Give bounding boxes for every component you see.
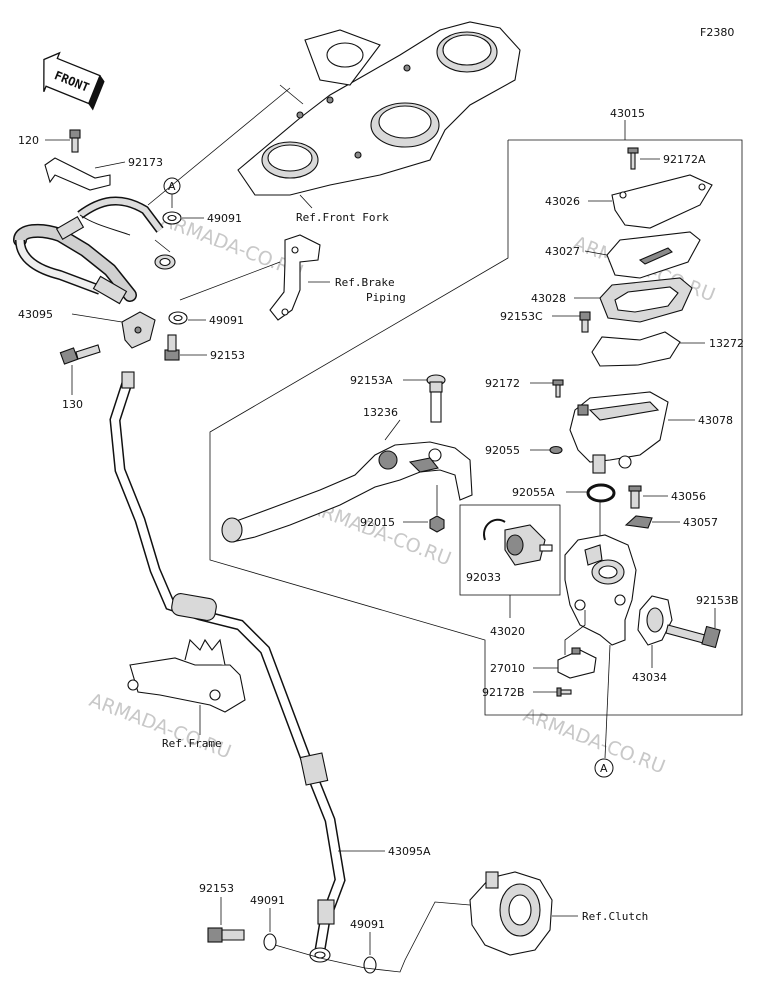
label-27010: 27010 [490, 662, 525, 675]
ref-front-fork-label: Ref.Front Fork [296, 211, 389, 224]
label-120: 120 [18, 134, 39, 147]
clamp-43034 [637, 595, 673, 646]
banjo-fitting-upper [154, 239, 176, 270]
screw-92172B [556, 687, 572, 697]
label-43015: 43015 [610, 107, 645, 120]
label-43020: 43020 [490, 625, 525, 638]
label-92033: 92033 [466, 571, 501, 584]
clutch-slave-cylinder [469, 871, 553, 956]
screw-92172 [552, 379, 564, 398]
bleed-cap-43057 [624, 515, 653, 529]
o-ring-92055 [549, 445, 563, 455]
label-92172A: 92172A [663, 153, 706, 166]
washer-49091-bottom-left [263, 933, 277, 951]
assembly-outline-43015 [209, 139, 743, 716]
reservoir-body-43078 [569, 391, 669, 474]
callout-a-bottom [594, 758, 614, 778]
front-arrow-icon: FRONT [43, 51, 105, 111]
reservoir-cap-43026 [611, 174, 713, 229]
bolt-92153A [426, 374, 446, 423]
label-49091-a: 49091 [207, 212, 242, 225]
bolt-130 [59, 344, 101, 365]
label-43034: 43034 [632, 671, 667, 684]
label-92173: 92173 [128, 156, 163, 169]
figure-code: F2380 [700, 26, 734, 39]
rubber-diaphragm-43028 [599, 277, 693, 323]
label-43095A: 43095A [388, 845, 431, 858]
frame-bracket [127, 638, 246, 713]
bleed-screw-43056 [628, 485, 642, 509]
label-43078: 43078 [698, 414, 733, 427]
label-92055A: 92055A [512, 486, 555, 499]
label-49091-d: 49091 [350, 918, 385, 931]
label-43057: 43057 [683, 516, 718, 529]
o-ring-92055A [586, 483, 616, 503]
bolt-120 [69, 129, 81, 153]
bolt-92153-lower [207, 927, 245, 943]
upper-triple-clamp [237, 21, 521, 196]
nut-92015 [429, 515, 445, 533]
washer-49091-bottom-right [363, 956, 377, 974]
callout-a-top-label: A [168, 180, 176, 193]
master-cylinder-body [564, 534, 637, 646]
label-43095: 43095 [18, 308, 53, 321]
label-92153C: 92153C [500, 310, 543, 323]
label-49091-b: 49091 [209, 314, 244, 327]
bolt-92153-upper [164, 334, 180, 361]
fitting-block-43095 [121, 311, 156, 349]
label-92153-a: 92153 [210, 349, 245, 362]
ref-piping-label: Piping [366, 291, 406, 304]
gasket-13272 [591, 331, 681, 367]
label-92015: 92015 [360, 516, 395, 529]
screw-92172A [627, 147, 639, 170]
lever-13236 [221, 441, 473, 543]
callout-a-bottom-label: A [600, 762, 608, 775]
label-92153A: 92153A [350, 374, 393, 387]
bracket-92173 [44, 157, 111, 191]
label-92172: 92172 [485, 377, 520, 390]
bolt-92153C [579, 311, 591, 333]
label-43056: 43056 [671, 490, 706, 503]
switch-27010 [557, 647, 597, 679]
diaphragm-plate-43027 [606, 231, 701, 279]
brake-piping-bracket [269, 234, 321, 321]
clutch-hose-upper [13, 196, 164, 305]
label-49091-c: 49091 [250, 894, 285, 907]
ref-clutch-label: Ref.Clutch [582, 910, 648, 923]
label-92153B: 92153B [696, 594, 739, 607]
ref-brake-label: Ref.Brake [335, 276, 395, 289]
label-130: 130 [62, 398, 83, 411]
clutch-hose-long [109, 371, 346, 963]
label-92153-b: 92153 [199, 882, 234, 895]
label-43026: 43026 [545, 195, 580, 208]
label-43028: 43028 [531, 292, 566, 305]
label-13236: 13236 [363, 406, 398, 419]
label-92172B: 92172B [482, 686, 525, 699]
bolt-92153B [665, 624, 721, 649]
label-92055: 92055 [485, 444, 520, 457]
ref-frame-label: Ref.Frame [162, 737, 222, 750]
label-13272: 13272 [709, 337, 744, 350]
label-43027: 43027 [545, 245, 580, 258]
